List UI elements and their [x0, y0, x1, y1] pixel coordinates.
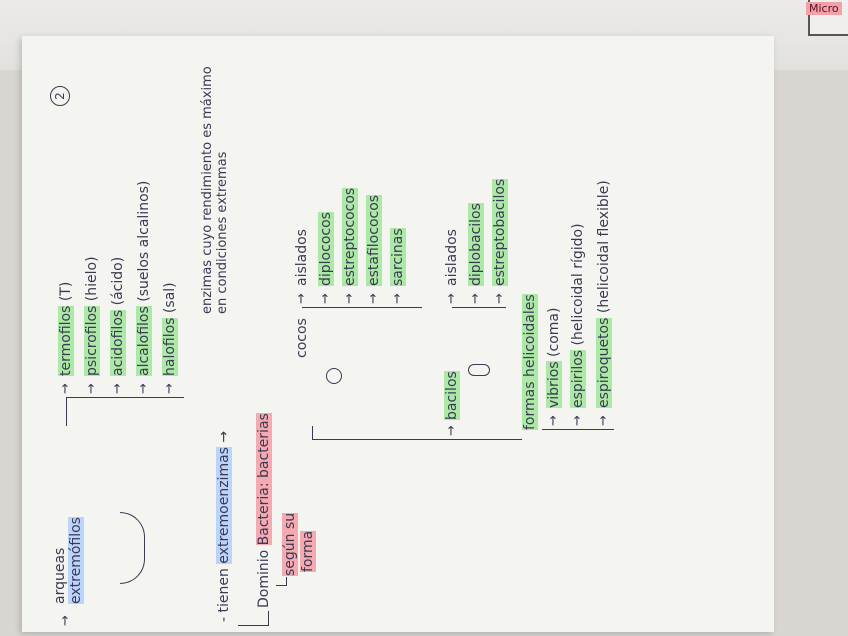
cocos-label: cocos	[294, 318, 310, 358]
branch-arrow-icon: →	[444, 425, 460, 436]
branch-arrow-icon: →	[570, 415, 586, 426]
archaea-type-1: psicrofilos (hielo)	[84, 256, 100, 376]
archaea-type-0: termofilos (T)	[58, 282, 74, 376]
branch-arrow-icon: →	[492, 293, 508, 304]
domain-corner	[238, 611, 269, 626]
branch-arrow-icon: →	[366, 293, 382, 304]
branch-arrow-icon: →	[136, 383, 152, 394]
bacteria-domain-title: Dominio Bacteria: bacterias	[256, 413, 272, 608]
branch-arrow-icon: →	[342, 293, 358, 304]
helicoidal-item-label: vibrios	[546, 361, 562, 408]
coccus-shape-icon	[326, 368, 342, 384]
bacilos-label-text: bacilos	[444, 371, 460, 420]
rotated-notes: 2 → arqueas extremófilos → termofilos (T…	[50, 66, 790, 626]
enzymes-note: enzimas cuyo rendimiento es máximo en co…	[200, 64, 230, 314]
branch-arrow-icon: →	[596, 415, 612, 426]
archaea-title-line1: arqueas	[52, 548, 68, 604]
helicoidal-item-note: (helicoidal flexible)	[596, 180, 612, 313]
branch-arrow-icon: →	[58, 383, 74, 394]
helicoidal-item-2: espiroquetos (helicoidal flexible)	[596, 180, 612, 408]
branch-arrow-icon: →	[468, 293, 484, 304]
archaea-type-label: psicrofilos	[84, 306, 100, 376]
archaea-type-note: (hielo)	[84, 256, 100, 301]
archaea-type-label: alcalofilos	[136, 306, 152, 376]
archaea-type-label: termofilos	[58, 306, 74, 376]
cocos-item-1: diplococos	[318, 212, 334, 286]
branch-arrow-icon: →	[444, 293, 460, 304]
archaea-type-note: (suelos alcalinos)	[136, 181, 152, 302]
archaea-bracket-top	[66, 398, 67, 426]
back-sheet-label: Micro	[806, 2, 842, 15]
helicoidal-item-note: (helicoidal rígido)	[570, 223, 586, 345]
helicoidal-item-label: espirilos	[570, 350, 586, 408]
helicoidal-item-label: espiroquetos	[596, 318, 612, 408]
by-shape-line2: forma	[300, 531, 316, 572]
archaea-type-note: (T)	[58, 282, 74, 301]
helicoidal-item-0: vibrios (coma)	[546, 308, 562, 408]
page-number: 2	[50, 86, 70, 106]
arrow-icon: →	[58, 615, 74, 626]
enzymes-arrow: →	[216, 431, 232, 443]
helicoidal-label: formas helicoidales	[522, 294, 538, 430]
archaea-type-note: (ácido)	[110, 257, 126, 306]
bacilos-bracket	[452, 307, 506, 308]
branch-arrow-icon: →	[84, 383, 100, 394]
branch-arrow-icon: →	[162, 383, 178, 394]
branch-arrow-icon: →	[110, 383, 126, 394]
helicoidal-bracket	[542, 429, 614, 430]
archaea-title: arqueas	[52, 548, 68, 604]
archaea-bracket	[66, 397, 184, 398]
branch-arrow-icon: →	[546, 415, 562, 426]
enzymes-prefix: - tienen	[216, 568, 232, 622]
archaea-type-label: halofilos	[162, 318, 178, 376]
cocos-item-3: estafilococos	[366, 195, 382, 286]
branch-arrow-icon: →	[294, 293, 310, 304]
domain-prefix: Dominio	[256, 550, 272, 608]
cocos-item-4: sarcinas	[390, 228, 406, 286]
cocos-item-0: aislados	[294, 229, 310, 286]
branch-arrow-icon: →	[390, 293, 406, 304]
branch-arrow-icon: →	[318, 293, 334, 304]
helicoidal-label-text: formas helicoidales	[522, 294, 538, 430]
form-corner	[276, 577, 287, 586]
helicoidal-item-note: (coma)	[546, 308, 562, 357]
cocos-item-2: estreptococos	[342, 188, 358, 286]
bacilos-item-0: aislados	[444, 229, 460, 286]
bacilos-label: bacilos	[444, 371, 460, 420]
domain-title: Bacteria: bacterias	[256, 413, 272, 545]
cocos-bracket	[302, 307, 422, 308]
shape-bracket	[312, 439, 522, 440]
bracket-curve	[120, 512, 145, 584]
by-shape-line1: según su	[282, 513, 298, 576]
archaea-type-note: (sal)	[162, 282, 178, 313]
enzymes-line: - tienen extremoenzimas →	[216, 431, 232, 622]
archaea-type-label: acidofilos	[110, 310, 126, 376]
archaea-subtitle: extremófilos	[68, 517, 84, 604]
archaea-type-4: halofilos (sal)	[162, 282, 178, 376]
bacilos-item-1: diplobacilos	[468, 203, 484, 286]
shape-bracket-top	[312, 426, 313, 440]
bacillus-shape-icon	[468, 364, 490, 376]
archaea-type-3: alcalofilos (suelos alcalinos)	[136, 181, 152, 376]
notebook-page: 2 → arqueas extremófilos → termofilos (T…	[22, 36, 774, 632]
helicoidal-item-1: espirilos (helicoidal rígido)	[570, 223, 586, 408]
enzymes-term: extremoenzimas	[216, 447, 232, 564]
bacilos-item-2: estreptobacilos	[492, 179, 508, 286]
archaea-type-2: acidofilos (ácido)	[110, 257, 126, 376]
